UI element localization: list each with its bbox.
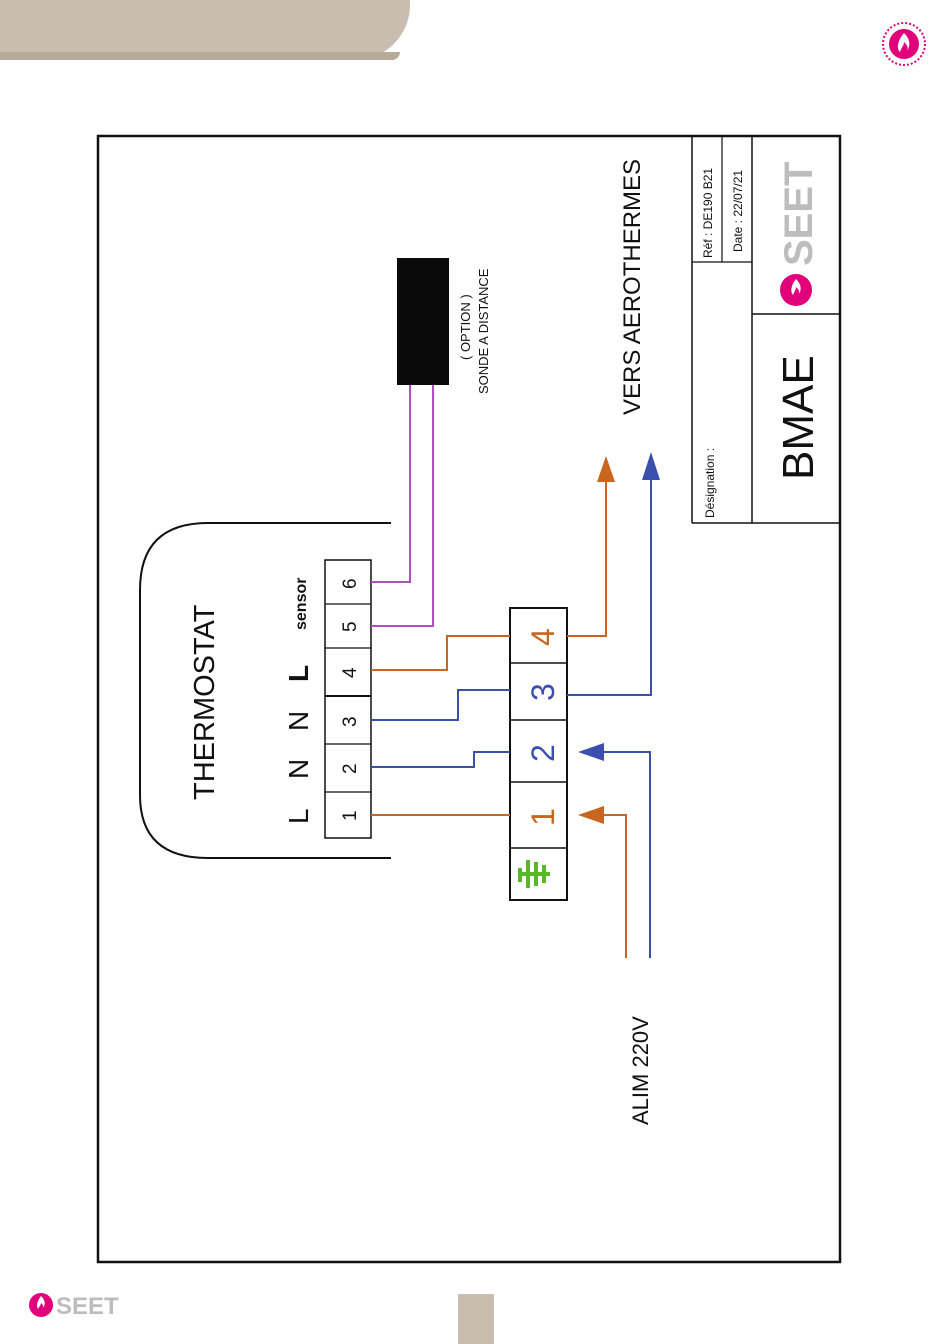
probe-name: SONDE A DISTANCE bbox=[476, 268, 491, 394]
output-neutral-arrow bbox=[642, 452, 660, 480]
thermostat-terminal-2: 2 bbox=[340, 763, 361, 774]
footer-brand-logo: SEET bbox=[28, 1290, 148, 1320]
output-phase-arrow bbox=[597, 456, 615, 482]
thermostat-terminal-6: 6 bbox=[340, 578, 361, 589]
wire-t6-probe bbox=[371, 385, 410, 582]
thermostat-terminal-5: 5 bbox=[340, 621, 361, 632]
probe-option-label: ( OPTION ) bbox=[458, 294, 473, 360]
wire-t3-b3 bbox=[371, 690, 510, 720]
output-label: VERS AEROTHERMES bbox=[619, 159, 646, 415]
product-name: BMAE bbox=[774, 355, 823, 480]
supply-neutral-arrow bbox=[578, 743, 604, 761]
brand-name: SEET bbox=[777, 162, 821, 266]
block-terminal-2: 2 bbox=[525, 744, 561, 762]
terminal-letter-1: L bbox=[283, 808, 314, 824]
supply-label: ALIM 220V bbox=[628, 1016, 653, 1125]
block-terminal-1: 1 bbox=[525, 808, 561, 826]
output-neutral-wire bbox=[567, 478, 651, 695]
terminal-letter-2: N bbox=[283, 759, 314, 779]
reference: Réf : DE190 B21 bbox=[701, 168, 715, 258]
thermostat-title: THERMOSTAT bbox=[189, 604, 221, 800]
output-phase-wire bbox=[567, 478, 606, 636]
designation-label: Désignation : bbox=[703, 448, 717, 518]
block-terminal-4: 4 bbox=[525, 628, 561, 646]
thermostat-terminal-1: 1 bbox=[340, 810, 361, 821]
main-terminal-block: 1 2 3 4 bbox=[510, 608, 567, 900]
page-number-box bbox=[458, 1294, 494, 1344]
title-block: Désignation : BMAE Réf : DE190 B21 Date … bbox=[692, 136, 840, 523]
sensor-label: sensor bbox=[293, 578, 310, 630]
thermostat-terminal-3: 3 bbox=[340, 716, 361, 727]
terminal-letter-3: N bbox=[283, 711, 314, 731]
footer-brand-name: SEET bbox=[56, 1293, 119, 1320]
block-terminal-3: 3 bbox=[525, 683, 561, 701]
thermostat-terminal-strip: 1 2 3 4 5 6 bbox=[325, 560, 371, 838]
wire-t5-probe bbox=[371, 385, 433, 626]
remote-probe bbox=[397, 258, 449, 385]
wire-t4-b4 bbox=[371, 636, 510, 670]
supply-phase-wire bbox=[600, 815, 626, 958]
wire-t2-b2 bbox=[371, 752, 510, 767]
brand-logo: SEET bbox=[777, 162, 821, 306]
thermostat-terminal-4: 4 bbox=[340, 667, 361, 678]
terminal-letter-4: L bbox=[283, 665, 314, 682]
date: Date : 22/07/21 bbox=[731, 170, 745, 252]
supply-phase-arrow bbox=[578, 806, 604, 824]
